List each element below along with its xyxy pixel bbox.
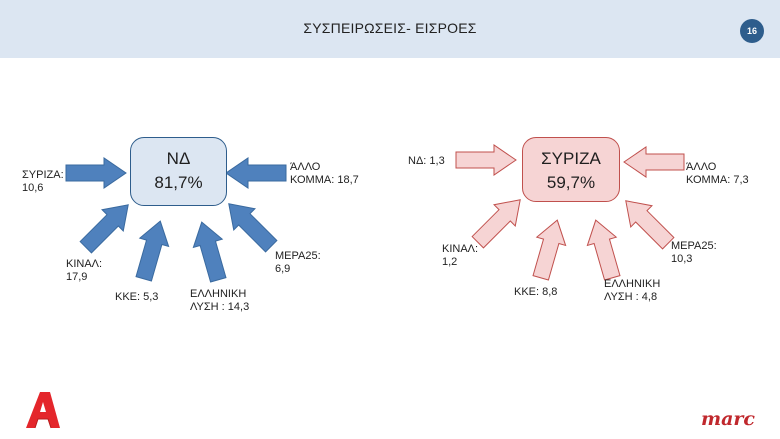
nd-arrow-allo: [225, 157, 287, 189]
syriza-inflow-kke-label: ΚΚΕ: 8,8: [514, 286, 558, 298]
nd-arrow-mera25: [217, 192, 283, 258]
nd-hub: ΝΔ 81,7%: [130, 137, 227, 206]
syriza-hub: ΣΥΡΙΖΑ 59,7%: [522, 137, 620, 202]
syriza-arrow-allo: [623, 146, 685, 178]
syriza-inflow-nd-label: ΝΔ: 1,3: [408, 155, 445, 167]
syriza-arrow-kke: [525, 215, 573, 283]
syriza-arrow-mera25: [614, 189, 680, 255]
nd-arrow-kinal: [74, 193, 140, 259]
syriza-inflow-mera25-label: ΜΕΡΑ25:10,3: [671, 240, 717, 265]
nd-hub-name: ΝΔ: [166, 149, 191, 168]
nd-hub-value: 81,7%: [154, 173, 203, 192]
nd-inflow-syriza-label: ΣΥΡΙΖΑ:10,6: [22, 169, 64, 194]
syriza-arrow-nd: [455, 144, 517, 176]
nd-arrow-kke: [128, 216, 176, 284]
syriza-inflow-kinal-label: ΚΙΝΑΛ:1,2: [442, 243, 479, 268]
syriza-arrow-elliniki: [580, 215, 628, 283]
nd-inflow-kke-label: ΚΚΕ: 5,3: [115, 291, 159, 303]
alpha-logo-icon: [26, 392, 60, 429]
nd-arrow-syriza: [65, 157, 127, 189]
page-number-badge: 16: [740, 19, 764, 43]
nd-inflow-mera25-label: ΜΕΡΑ25:6,9: [275, 250, 321, 275]
syriza-hub-name: ΣΥΡΙΖΑ: [541, 149, 601, 168]
slide-title: ΣΥΣΠΕΙΡΩΣΕΙΣ- ΕΙΣΡΟΕΣ: [303, 20, 477, 36]
nd-inflow-kinal-label: ΚΙΝΑΛ:17,9: [66, 258, 103, 283]
header-bar: [0, 0, 780, 58]
nd-arrow-elliniki: [186, 217, 234, 285]
syriza-hub-value: 59,7%: [546, 173, 596, 192]
marc-logo: marc: [701, 408, 755, 430]
